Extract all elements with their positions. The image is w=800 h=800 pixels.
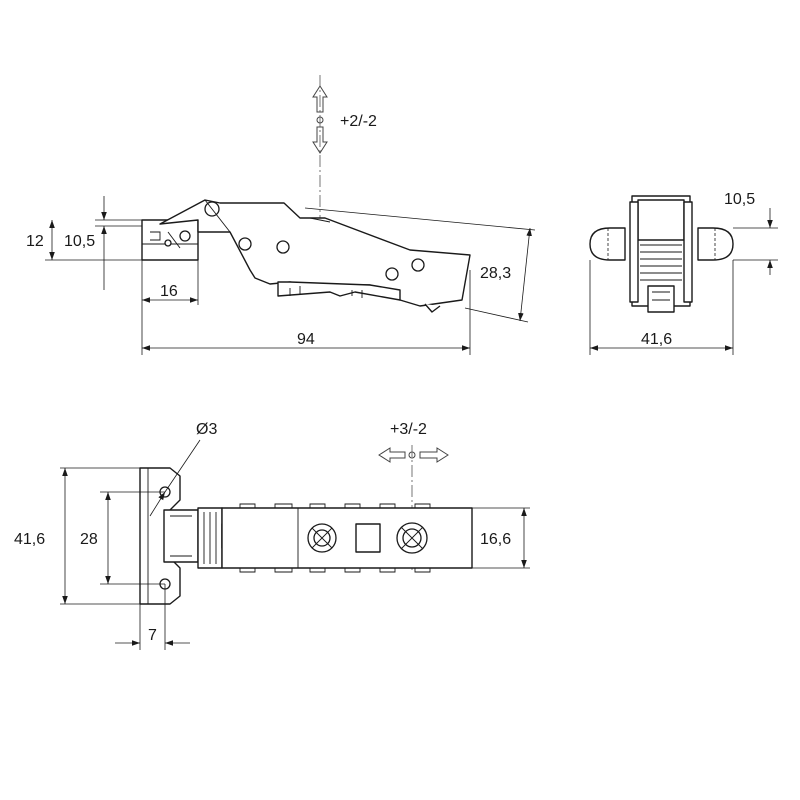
hinge-front — [589, 195, 734, 313]
hinge-cup-side — [141, 219, 199, 261]
front-dim-offset: 10,5 — [724, 191, 755, 208]
side-view: +2/-2 — [26, 75, 536, 355]
front-dimensions — [589, 208, 778, 355]
vertical-adjustment-arrows — [312, 75, 328, 225]
dim-hole-diameter: Ø3 — [196, 421, 217, 438]
dim-hole-spacing: 28 — [80, 531, 98, 548]
hinge-arm-side — [159, 199, 471, 313]
side-dimensions — [45, 196, 536, 355]
top-dim-width: 41,6 — [14, 531, 45, 548]
top-view: +3/-2 — [14, 421, 530, 650]
dim-cup-width: 16 — [160, 283, 178, 300]
horizontal-adjustment-label: +3/-2 — [390, 421, 427, 438]
dim-hole-offset: 7 — [148, 627, 157, 644]
dim-arm-height: 28,3 — [480, 265, 511, 282]
vertical-adjustment-label: +2/-2 — [340, 113, 377, 130]
top-dimensions — [60, 439, 530, 650]
dim-height-total: 12 — [26, 233, 44, 250]
hinge-arm-top — [221, 503, 473, 573]
dim-arm-width: 16,6 — [480, 531, 511, 548]
front-dim-width: 41,6 — [641, 331, 672, 348]
dim-length: 94 — [297, 331, 315, 348]
dim-height-cup: 10,5 — [64, 233, 95, 250]
front-view: 10,5 41,6 — [589, 191, 778, 355]
